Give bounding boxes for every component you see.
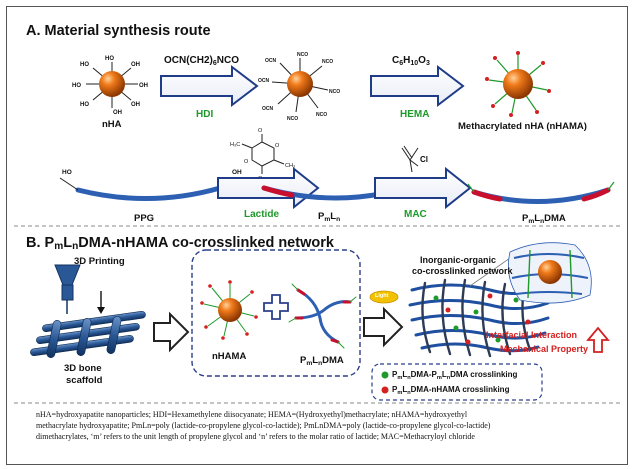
scaffold-label-2: scaffold xyxy=(66,375,103,386)
ppg-oh: OH xyxy=(232,169,242,176)
svg-text:NCO: NCO xyxy=(316,112,327,118)
section-b-title: B. PmLnDMA-nHAMA co-crosslinked network xyxy=(26,235,334,252)
hema-label: HEMA xyxy=(400,109,430,120)
pmlndma-branched xyxy=(288,283,357,349)
svg-text:OH: OH xyxy=(131,102,140,108)
pmln-label: PmLn xyxy=(318,211,341,223)
interfacial-label: Interfacial Interaction xyxy=(486,330,578,340)
svg-text:HO: HO xyxy=(80,62,89,68)
legend-box xyxy=(371,363,543,401)
arrow-to-components xyxy=(153,311,190,353)
section-a-title: A. Material synthesis route xyxy=(26,23,211,39)
legend2-label: PmLnDMA-nHAMA crosslinking xyxy=(392,385,510,396)
svg-text:H₃C: H₃C xyxy=(230,142,240,148)
legend1-label: PmLnDMA-PmLnDMA crosslinking xyxy=(392,370,518,381)
nha-particle xyxy=(86,62,138,108)
lactide-label: Lactide xyxy=(244,209,280,220)
mac-label: MAC xyxy=(404,209,427,220)
mac-structure xyxy=(401,145,419,173)
ppg-chain xyxy=(59,177,235,202)
network-label-1: Inorganic-organic xyxy=(420,255,497,265)
pmlndma-chain xyxy=(467,181,615,204)
svg-text:OCN: OCN xyxy=(265,58,277,64)
svg-text:NCO: NCO xyxy=(297,52,308,58)
plus-icon xyxy=(263,294,289,320)
nha-nco-particle xyxy=(271,58,329,113)
components-box xyxy=(191,249,361,377)
nhama-product-label: Methacrylated nHA (nHAMA) xyxy=(458,121,587,132)
mac-cl: Cl xyxy=(420,155,428,164)
light-badge xyxy=(369,290,399,304)
legend1-green-dot xyxy=(381,371,389,379)
ppg-ho: HO xyxy=(62,169,72,176)
ppg-label: PPG xyxy=(134,213,155,224)
arrow-hdi xyxy=(160,64,259,108)
light-label: Light xyxy=(375,293,389,299)
svg-text:HO: HO xyxy=(105,56,114,62)
nhama-small-label: nHAMA xyxy=(212,351,247,362)
legend2-red-dot xyxy=(381,386,389,394)
svg-text:NCO: NCO xyxy=(287,116,298,122)
svg-text:NCO: NCO xyxy=(322,59,333,65)
nco-labels: NCO NCO NCO NCO NCO OCN OCN OCN xyxy=(258,52,340,122)
nha-oh-labels: HO OH OH OH OH HO HO HO xyxy=(72,56,148,116)
arrow-hema xyxy=(370,64,465,108)
hdi-formula: OCN(CH2)6NCO xyxy=(164,55,240,68)
pmlndma-small-label: PmLnDMA xyxy=(300,355,344,367)
svg-text:OH: OH xyxy=(139,83,148,89)
svg-text:CH₃: CH₃ xyxy=(285,163,295,169)
svg-text:O: O xyxy=(275,143,280,149)
svg-text:O: O xyxy=(244,159,249,165)
footnote-line-2: methacrylate hydroxyapatite; PmLn=poly (… xyxy=(36,421,491,430)
footnote-line-3: dimethacrylates, ‘m’ refers to the unit … xyxy=(36,432,475,441)
zoom-callout xyxy=(469,242,592,304)
hdi-label: HDI xyxy=(196,109,214,120)
printer-nozzle xyxy=(54,264,81,314)
svg-text:OH: OH xyxy=(131,62,140,68)
pmlndma-label: PmLnDMA xyxy=(522,213,566,225)
figure-frame xyxy=(6,6,628,465)
hema-formula: C6H10O3 xyxy=(392,55,430,68)
svg-text:HO: HO xyxy=(72,83,81,89)
svg-text:NCO: NCO xyxy=(329,89,340,95)
arrow-mac xyxy=(374,166,472,210)
print-direction-arrow xyxy=(97,291,105,314)
up-arrow-icon xyxy=(586,326,610,353)
scaffold-label-1: 3D bone xyxy=(64,363,102,374)
network-label-2: co-crosslinked network xyxy=(412,266,513,276)
footnote-line-1: nHA=hydroxyapatite nanoparticles; HDI=He… xyxy=(36,410,468,419)
scaffold-3d xyxy=(30,310,146,358)
nhama-particle xyxy=(485,51,551,117)
nha-label: nHA xyxy=(102,119,122,130)
svg-text:HO: HO xyxy=(80,102,89,108)
svg-text:O: O xyxy=(258,128,263,134)
svg-text:OCN: OCN xyxy=(258,78,270,84)
svg-text:OCN: OCN xyxy=(262,106,274,112)
svg-text:OH: OH xyxy=(113,110,122,116)
light-arrow xyxy=(363,306,404,348)
printing-label: 3D Printing xyxy=(74,256,125,267)
nhama-small xyxy=(200,280,258,340)
lactide-structure xyxy=(241,134,285,174)
mechanical-label: Mechanical Property xyxy=(500,344,589,354)
